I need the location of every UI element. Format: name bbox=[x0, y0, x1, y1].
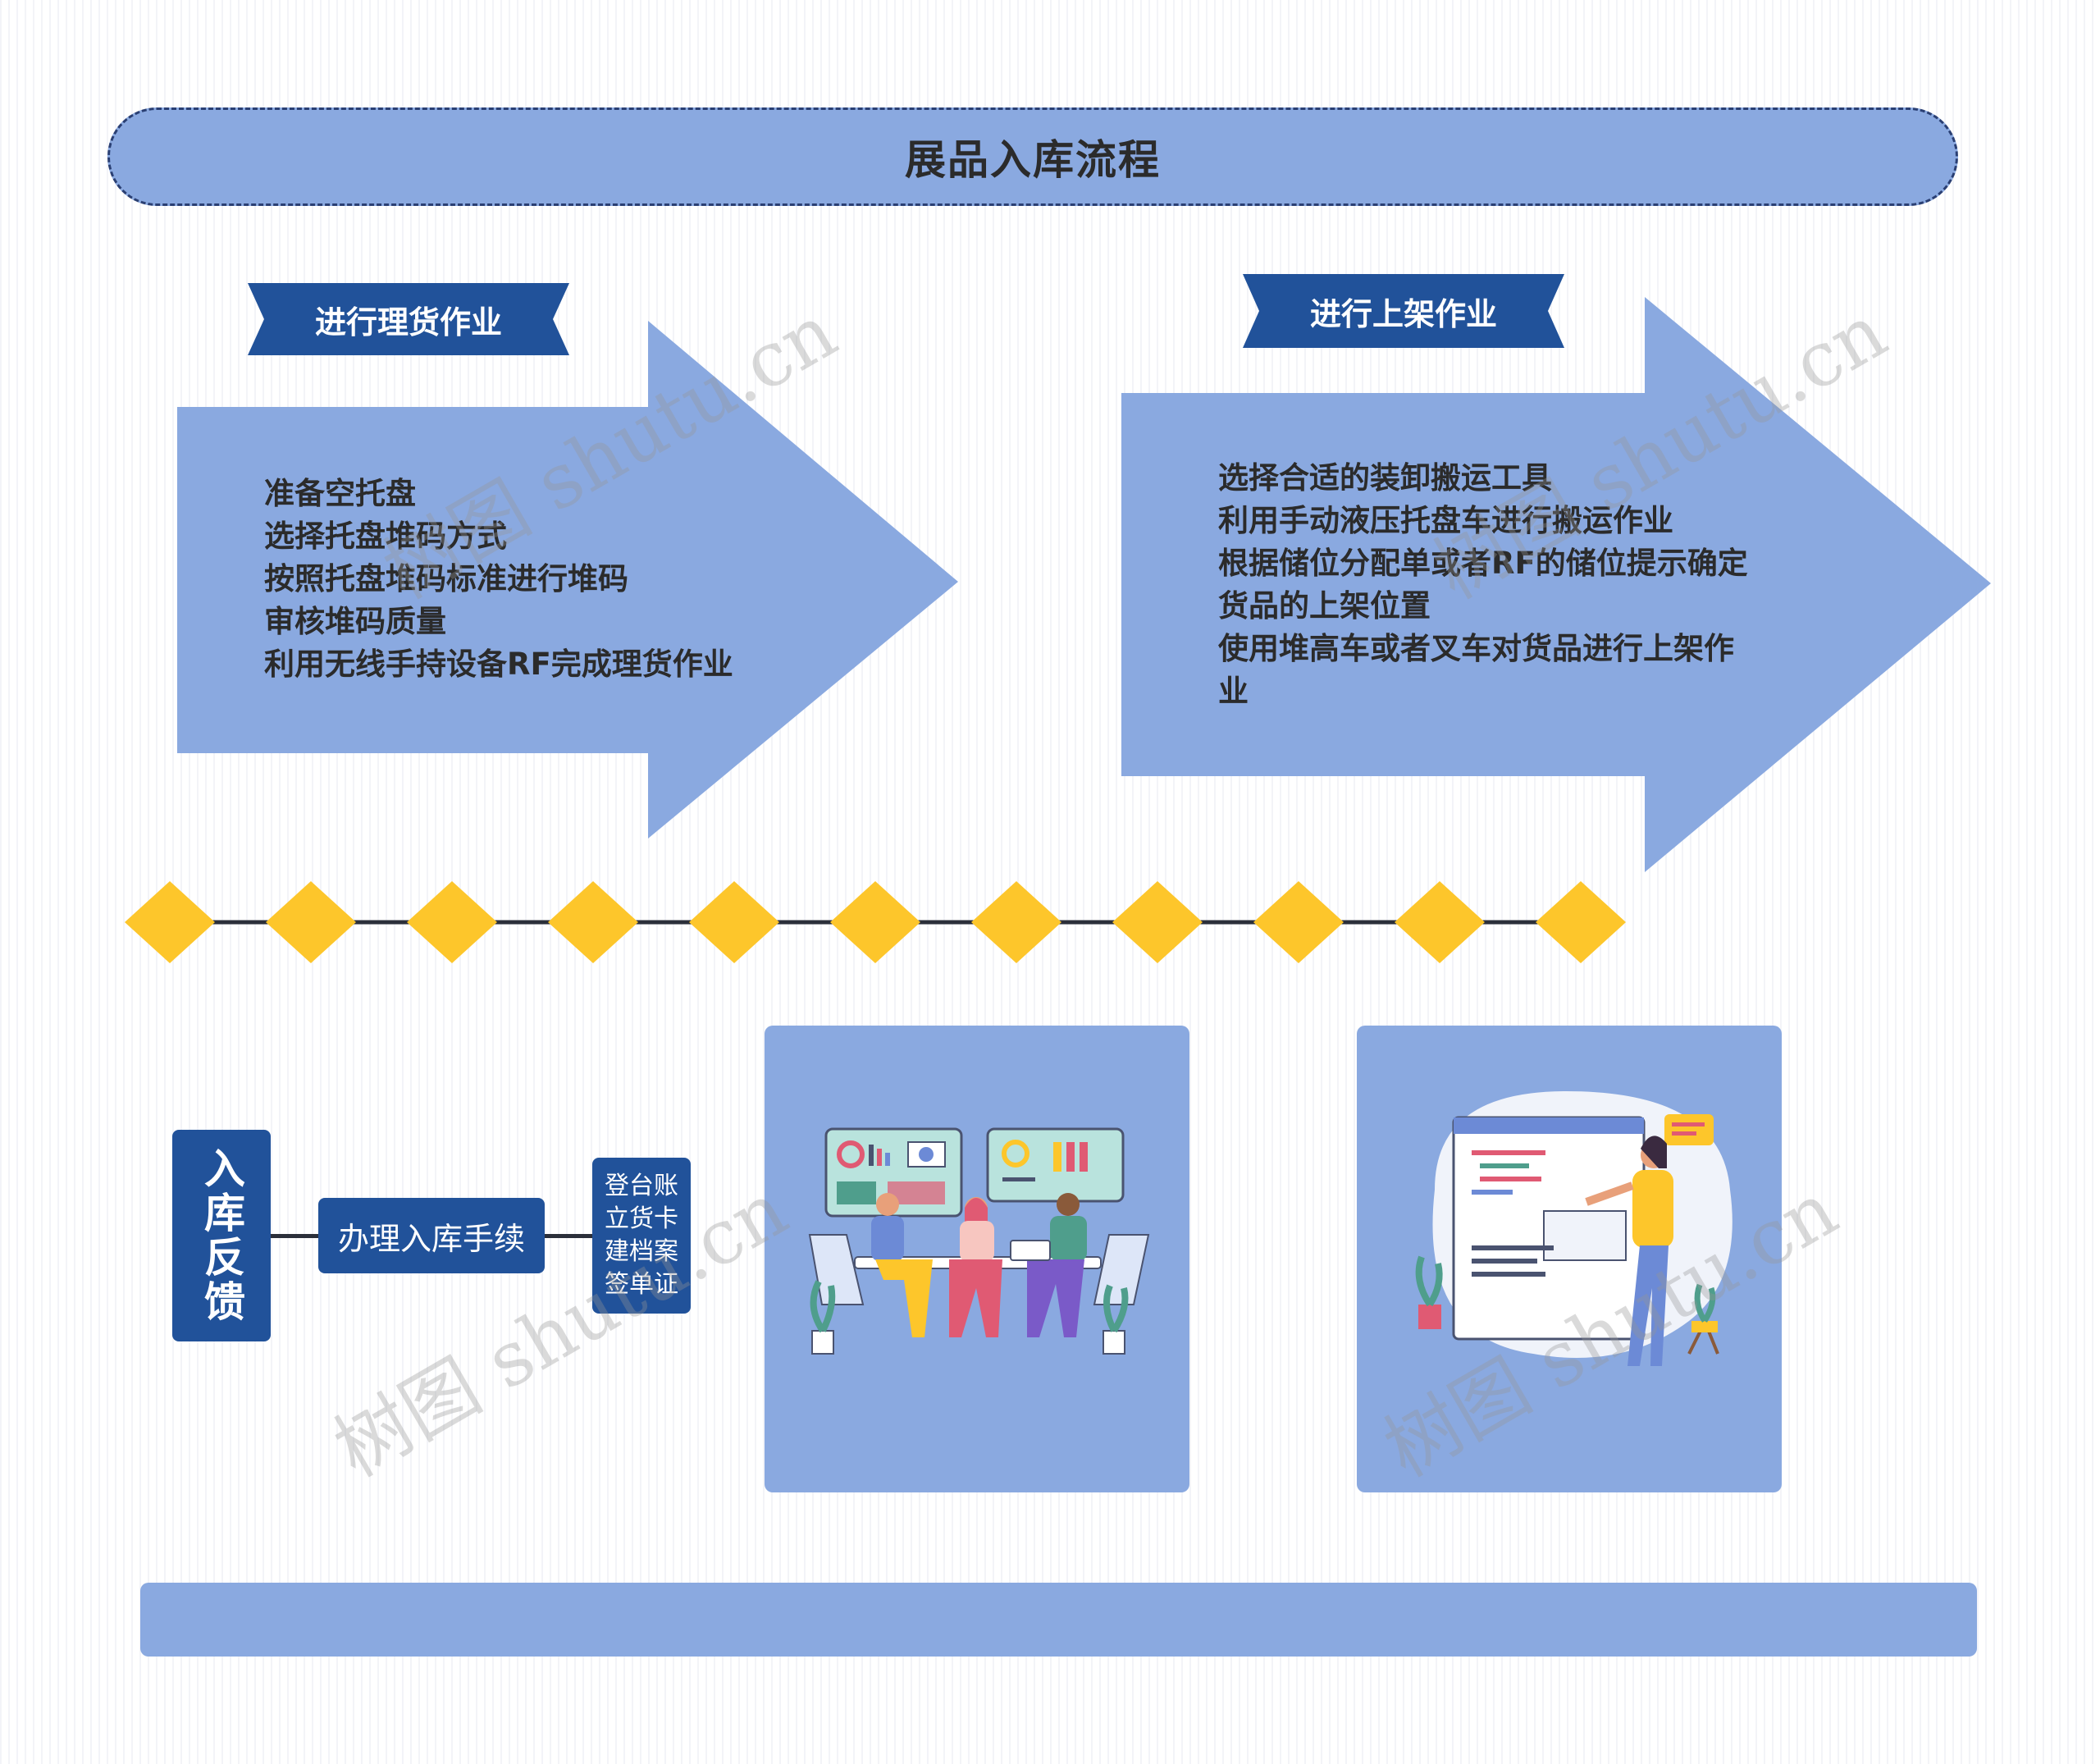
arrows-layer bbox=[177, 297, 1991, 872]
meeting-illustration bbox=[808, 1127, 1150, 1355]
presenter-illustration bbox=[1415, 1091, 1732, 1366]
arrow-1-item: 选择托盘堆码方式 bbox=[264, 519, 507, 554]
illustration-panel-meeting bbox=[765, 1026, 1189, 1492]
ribbon-2: 进行上架作业 bbox=[1243, 274, 1564, 348]
task-item: 登台账 bbox=[605, 1172, 678, 1200]
ribbon-1-label: 进行理货作业 bbox=[314, 304, 502, 340]
arrow-2-text: 选择合适的装卸搬运工具 利用手动液压托盘车进行搬运作业 根据储位分配单或者RF的… bbox=[1218, 457, 1748, 713]
arrow-2-item: 货品的上架位置 bbox=[1218, 588, 1431, 624]
procedure-box: 办理入库手续 bbox=[318, 1198, 545, 1273]
divider-diamond bbox=[407, 881, 497, 963]
divider-diamond bbox=[548, 881, 638, 963]
arrow-2-item: 利用手动液压托盘车进行搬运作业 bbox=[1218, 503, 1673, 538]
title-banner: 展品入库流程 bbox=[107, 107, 1958, 206]
task-item: 立货卡 bbox=[605, 1204, 678, 1233]
arrow-2-shape bbox=[1121, 297, 1991, 872]
arrow-1-shape bbox=[177, 321, 958, 839]
divider-diamond bbox=[830, 881, 920, 963]
divider-diamond bbox=[1112, 881, 1203, 963]
ribbon-1: 进行理货作业 bbox=[248, 283, 569, 355]
arrow-1-item: 审核堆码质量 bbox=[264, 604, 446, 639]
task-item: 签单证 bbox=[605, 1270, 678, 1299]
arrow-2-item: 选择合适的装卸搬运工具 bbox=[1218, 460, 1552, 496]
arrow-2-item: 业 bbox=[1218, 674, 1249, 709]
connector-1 bbox=[271, 1234, 318, 1238]
footer-bar bbox=[140, 1583, 1977, 1657]
arrow-1-text: 准备空托盘 选择托盘堆码方式 按照托盘堆码标准进行堆码 审核堆码质量 利用无线手… bbox=[264, 473, 733, 686]
divider-diamond bbox=[1395, 881, 1485, 963]
tasks-box: 登台账 立货卡 建档案 签单证 bbox=[592, 1158, 691, 1314]
ribbon-1-shape bbox=[248, 283, 569, 355]
arrow-1-item: 按照托盘堆码标准进行堆码 bbox=[264, 561, 628, 596]
arrow-2-item: 使用堆高车或者叉车对货品进行上架作 bbox=[1218, 631, 1734, 666]
diamond-divider bbox=[125, 881, 1626, 963]
divider-diamond bbox=[1253, 881, 1344, 963]
feedback-root-label: 入库反馈 bbox=[198, 1147, 245, 1324]
divider-diamond bbox=[971, 881, 1061, 963]
divider-diamond bbox=[1536, 881, 1626, 963]
divider-diamond bbox=[125, 881, 215, 963]
feedback-root-box: 入库反馈 bbox=[172, 1130, 271, 1341]
procedure-label: 办理入库手续 bbox=[337, 1220, 525, 1257]
divider-diamond bbox=[266, 881, 356, 963]
arrow-1-item: 准备空托盘 bbox=[264, 476, 416, 511]
arrow-2-item: 根据储位分配单或者RF的储位提示确定 bbox=[1218, 546, 1748, 581]
ribbon-2-shape bbox=[1243, 274, 1564, 348]
task-item: 建档案 bbox=[605, 1237, 678, 1266]
illustration-panel-presenter bbox=[1357, 1026, 1782, 1492]
divider-diamond bbox=[689, 881, 779, 963]
connector-2 bbox=[545, 1234, 592, 1238]
page-title: 展品入库流程 bbox=[905, 136, 1161, 184]
arrow-1-item: 利用无线手持设备RF完成理货作业 bbox=[264, 647, 733, 682]
ribbon-2-label: 进行上架作业 bbox=[1309, 295, 1497, 332]
